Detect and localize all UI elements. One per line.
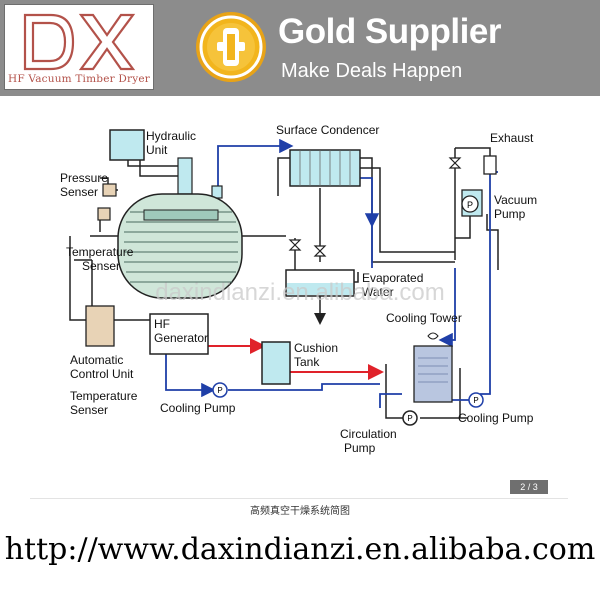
diagram-panel: P P P (30, 104, 568, 499)
cooling-pump-left[interactable]: P (212, 382, 228, 398)
company-logo[interactable]: HF Vacuum Timber Dryer (4, 4, 154, 90)
label-evaporated-2: Water (362, 285, 394, 299)
badge-title: Gold Supplier (278, 12, 501, 51)
pump-symbol: P (217, 386, 222, 395)
label-vacuum-pump-1: Vacuum (494, 193, 537, 207)
red-pipes (206, 338, 384, 380)
label-circulation-1: Circulation (340, 427, 397, 441)
label-auto-control-1: Automatic (70, 353, 123, 367)
label-cushion-2: Tank (294, 355, 320, 369)
cushion-tank[interactable] (261, 341, 291, 385)
circulation-pump[interactable]: P (402, 410, 418, 426)
vacuum-chamber[interactable] (117, 157, 243, 299)
footer-url-link[interactable]: http://www.daxindianzi.en.alibaba.com (4, 532, 596, 567)
label-pressure-2: Senser (60, 185, 98, 199)
label-evaporated-1: Evaporated (362, 271, 423, 285)
pump-symbol: P (407, 414, 412, 423)
label-pressure-1: Pressure (60, 171, 108, 185)
label-exhaust: Exhaust (490, 131, 534, 145)
cooling-pump-right[interactable]: P (468, 392, 484, 408)
label-surface-condencer: Surface Condencer (276, 123, 379, 137)
label-cooling-pump-right: Cooling Pump (458, 411, 534, 425)
label-vacuum-pump-2: Pump (494, 207, 526, 221)
diagram-caption: 高频真空干燥系统简图 (250, 506, 350, 517)
label-circulation-2: Pump (344, 441, 376, 455)
vacuum-pump-symbol: P (467, 200, 473, 210)
automatic-control-unit[interactable] (85, 305, 115, 347)
gold-supplier-icon (196, 12, 266, 82)
label-temperature-bottom-1: Temperature (70, 389, 138, 403)
hf-vacuum-drying-diagram: P P P (60, 123, 537, 455)
vacuum-pump[interactable]: P (461, 189, 483, 217)
valve-icons[interactable] (288, 157, 462, 257)
label-hydraulic-2: Unit (146, 143, 168, 157)
temperature-sensor-top[interactable] (97, 207, 111, 221)
dx-logo-icon (23, 13, 136, 71)
label-cooling-pump-left: Cooling Pump (160, 401, 236, 415)
label-hf-1: HF (154, 317, 170, 331)
header-banner: HF Vacuum Timber Dryer Gold Supplier Mak… (0, 0, 600, 96)
page-indicator[interactable]: 2 / 3 (510, 480, 548, 494)
label-temperature-top-1: Temperature (66, 245, 134, 259)
label-hf-2: Generator (154, 331, 208, 345)
evaporated-water-tank[interactable] (285, 269, 355, 297)
pressure-sensor[interactable] (102, 183, 117, 197)
watermark-text: daxindianzi.en.alibaba.com (155, 279, 445, 306)
label-hydraulic-1: Hydraulic (146, 129, 196, 143)
label-auto-control-2: Control Unit (70, 367, 134, 381)
logo-subtitle: HF Vacuum Timber Dryer (8, 73, 150, 85)
hydraulic-unit[interactable] (109, 129, 145, 161)
label-temperature-top-2: Senser (82, 259, 120, 273)
label-temperature-bottom-2: Senser (70, 403, 108, 417)
pump-symbol: P (473, 396, 478, 405)
label-cushion-1: Cushion (294, 341, 338, 355)
exhaust-outlet[interactable] (483, 155, 497, 175)
badge-tagline: Make Deals Happen (281, 60, 463, 82)
label-cooling-tower: Cooling Tower (386, 311, 462, 325)
surface-condenser[interactable] (289, 149, 361, 187)
cooling-tower[interactable] (413, 332, 453, 403)
hf-generator[interactable] (149, 313, 209, 355)
